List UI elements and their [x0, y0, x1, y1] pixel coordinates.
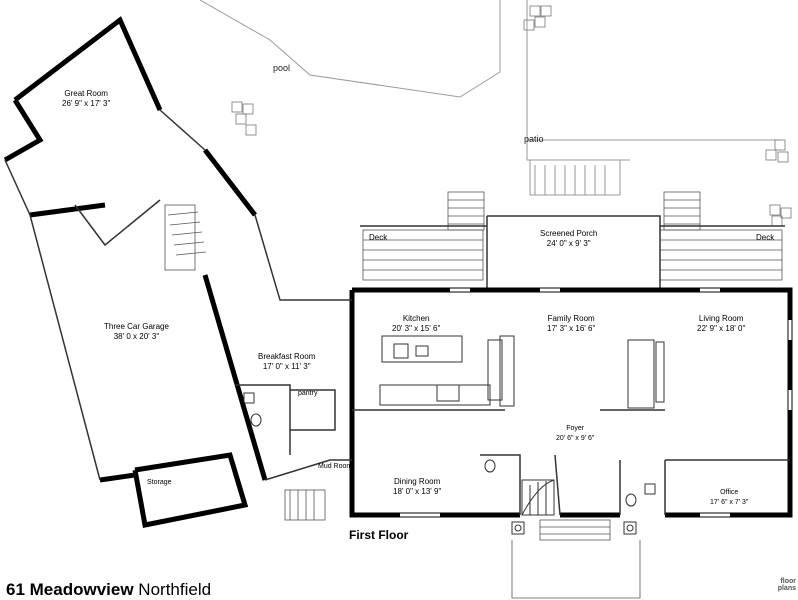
room-label-kitchen: Kitchen 20' 3" x 15' 6" [392, 314, 440, 334]
room-name: Dining Room [394, 477, 441, 486]
room-dimensions: 24' 0" x 9' 3" [546, 239, 591, 248]
porch-outline [360, 215, 785, 290]
decks-and-stairs [164, 191, 783, 599]
address-street: 61 Meadowview [6, 580, 134, 599]
room-dimensions: 18' 0" x 13' 9" [393, 487, 442, 496]
room-dimensions: 26' 9" x 17' 3" [62, 99, 111, 108]
room-name: Kitchen [402, 314, 430, 323]
room-label-dining-room: Dining Room 18' 0" x 13' 9" [393, 477, 441, 497]
room-label-family-room: Family Room 17' 3" x 16' 6" [547, 314, 595, 334]
room-label-living-room: Living Room 22' 9" x 18' 0" [697, 314, 745, 334]
room-label-deck-right: Deck [756, 233, 775, 242]
room-name: Office [720, 489, 739, 496]
address-town: Northfield [138, 580, 212, 599]
room-dimensions: 17' 0" x 11' 3" [262, 362, 311, 371]
room-label-office: Office 17' 6" x 7' 3" [710, 488, 748, 508]
room-label-three-car-garage: Three Car Garage 38' 0 x 20' 3" [104, 322, 169, 342]
bath-fixtures [243, 392, 656, 507]
kitchen-fixtures [379, 335, 665, 409]
floor-label: First Floor [349, 528, 409, 542]
entry-columns [511, 521, 637, 535]
room-dimensions: 38' 0 x 20' 3" [113, 332, 160, 341]
stepping-stones [231, 5, 792, 227]
address-caption: 61 Meadowview Northfield [6, 580, 211, 600]
outdoor-outlines [199, 0, 780, 196]
room-dimensions: 20' 3" x 15' 6" [392, 324, 441, 333]
room-name: Three Car Garage [104, 322, 169, 331]
room-label-pantry: pantry [298, 390, 318, 397]
windows [400, 288, 792, 517]
interior-walls [4, 109, 790, 516]
room-label-storage: Storage [147, 479, 172, 486]
room-name: Screened Porch [540, 229, 598, 238]
pool-label: pool [273, 63, 291, 73]
room-label-screened-porch: Screened Porch 24' 0" x 9' 3" [540, 229, 597, 249]
floor-plans-logo: floor plans [764, 578, 796, 598]
room-label-mud-room: Mud Room [318, 463, 353, 470]
room-dimensions: 20' 6" x 9' 6" [556, 435, 595, 442]
room-dimensions: 17' 6" x 7' 3" [710, 499, 749, 506]
room-dimensions: 22' 9" x 18' 0" [697, 324, 746, 333]
logo-line-2: plans [777, 585, 796, 592]
room-name: Great Room [64, 89, 108, 98]
room-name: Breakfast Room [258, 352, 316, 361]
room-name: Living Room [698, 314, 744, 323]
room-label-foyer: Foyer 20' 6" x 9' 6" [556, 424, 594, 444]
room-dimensions: 17' 3" x 16' 6" [547, 324, 596, 333]
room-label-breakfast-room: Breakfast Room 17' 0" x 11' 3" [258, 352, 315, 372]
room-label-great-room: Great Room 26' 9" x 17' 3" [62, 89, 110, 109]
room-name: Foyer [566, 425, 585, 432]
interior-stairs [521, 479, 555, 516]
logo-line-1: floor [780, 578, 796, 585]
main-walls [3, 16, 793, 528]
room-label-deck-left: Deck [369, 233, 388, 242]
room-name: Family Room [547, 314, 595, 323]
patio-label: patio [524, 134, 544, 144]
